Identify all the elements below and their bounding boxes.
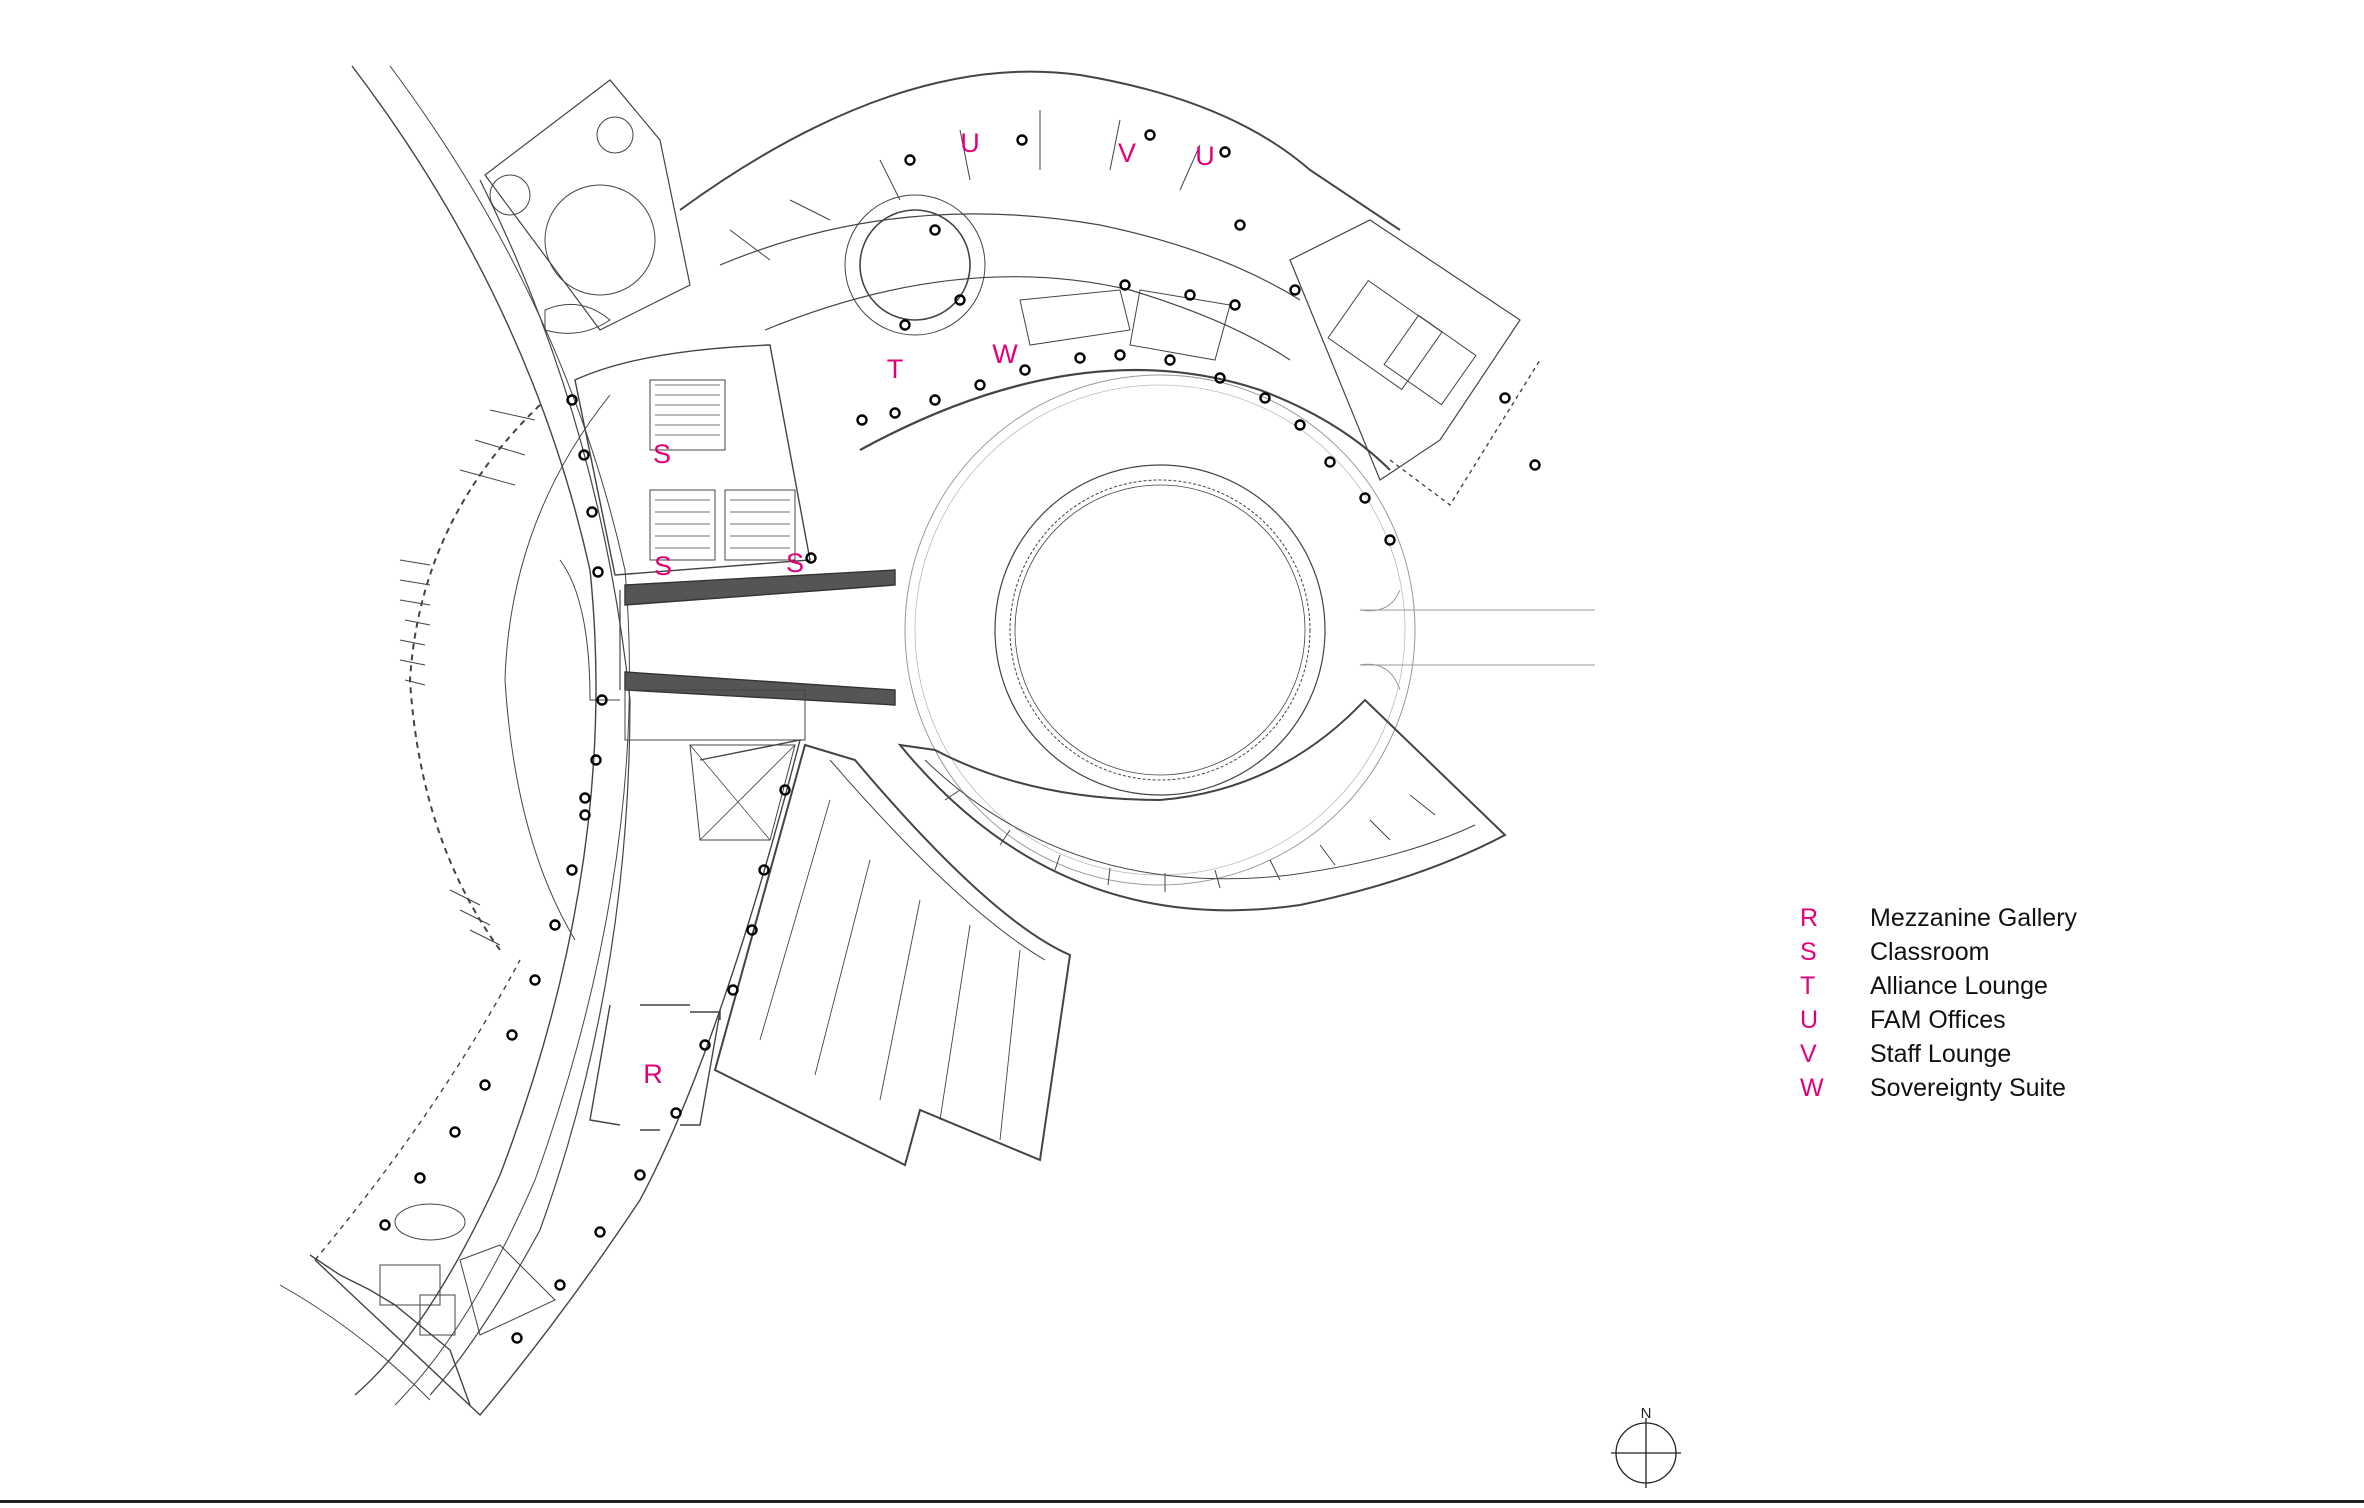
legend-key: R xyxy=(1800,904,1819,932)
legend-key: V xyxy=(1800,1040,1817,1068)
classroom-block xyxy=(574,344,811,576)
structural-columns xyxy=(379,129,1541,1344)
room-labels: U V U T W S S S R xyxy=(643,128,1215,1089)
mezzanine-gallery xyxy=(589,1004,721,1131)
compass-north-label: N xyxy=(1641,1405,1652,1422)
south-terminal xyxy=(279,1203,556,1406)
legend-label: Classroom xyxy=(1870,938,1990,966)
legend-key: U xyxy=(1800,1006,1819,1034)
legend-row: S Classroom xyxy=(1800,938,2320,972)
east-seating-fan xyxy=(897,698,1507,912)
room-label-s-upper: S xyxy=(653,439,671,469)
room-label-t: T xyxy=(887,354,904,384)
room-label-v: V xyxy=(1118,138,1136,168)
landscape-court xyxy=(484,79,691,334)
legend-key: S xyxy=(1800,938,1817,966)
room-label-u-east: U xyxy=(1195,141,1215,171)
north-compass: N xyxy=(1611,1405,1681,1488)
south-seating-fan xyxy=(713,743,1072,1167)
room-label-u-west: U xyxy=(960,128,980,158)
room-label-r: R xyxy=(643,1059,663,1089)
north-office-arc xyxy=(679,70,1541,507)
legend-label: Mezzanine Gallery xyxy=(1870,904,2078,932)
room-label-s-lower-left: S xyxy=(654,551,672,581)
legend-row: U FAM Offices xyxy=(1800,1006,2320,1040)
legend-row: W Sovereignty Suite xyxy=(1800,1074,2320,1108)
central-rotunda xyxy=(904,374,1595,886)
legend-label: Staff Lounge xyxy=(1870,1040,2012,1068)
central-bridge xyxy=(619,569,896,841)
legend-row: T Alliance Lounge xyxy=(1800,972,2320,1006)
room-label-w: W xyxy=(992,339,1018,369)
west-facade-markers xyxy=(399,409,536,946)
legend-key: W xyxy=(1800,1074,1824,1102)
legend-label: Alliance Lounge xyxy=(1870,972,2048,1000)
legend-row: R Mezzanine Gallery xyxy=(1800,904,2320,938)
legend-row: V Staff Lounge xyxy=(1800,1040,2320,1074)
legend-label: Sovereignty Suite xyxy=(1870,1074,2066,1102)
room-label-s-lower-right: S xyxy=(786,548,804,578)
legend-label: FAM Offices xyxy=(1870,1006,2006,1034)
bottom-rule xyxy=(0,1500,2364,1503)
legend-key: T xyxy=(1800,972,1816,1000)
